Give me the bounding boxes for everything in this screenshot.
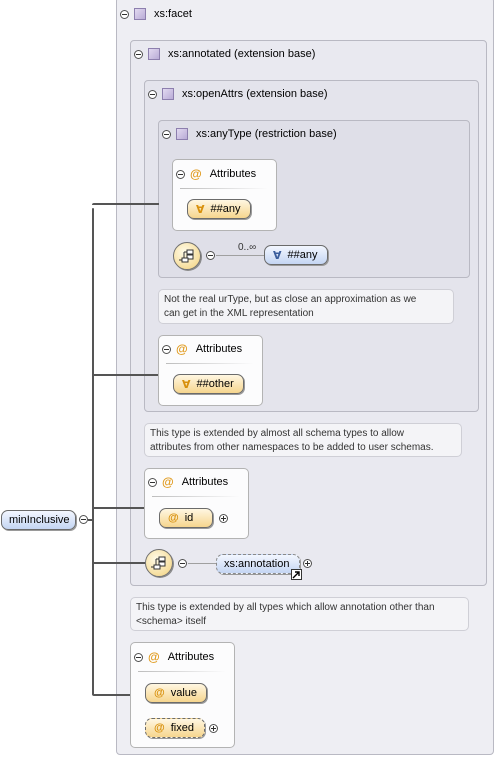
- collapse-icon[interactable]: [148, 89, 157, 99]
- attribute-icon: @: [154, 687, 165, 699]
- tree-connector: [92, 208, 94, 695]
- collapse-icon[interactable]: [134, 652, 143, 662]
- tree-connector: [92, 507, 144, 509]
- value-attribute-label: value: [170, 687, 198, 699]
- comment-line: <schema> itself: [136, 616, 207, 627]
- collapse-icon[interactable]: [134, 49, 143, 59]
- any-element[interactable]: ∀ ##any: [264, 245, 328, 265]
- annotated-comment: This type is extended by all types which…: [130, 597, 469, 631]
- openAttrs-attributes-box: [158, 335, 263, 406]
- root-element-label: minInclusive: [9, 514, 70, 526]
- attribute-icon: @: [190, 167, 202, 181]
- collapse-icon[interactable]: [206, 251, 215, 260]
- attributes-title: Attributes: [195, 343, 243, 355]
- any-attribute-label: ##any: [210, 203, 241, 215]
- comment-line: attributes from other namespaces to be a…: [150, 442, 434, 453]
- comment-line: This type is extended by almost all sche…: [150, 428, 405, 439]
- tree-connector: [92, 694, 130, 696]
- fixed-attribute[interactable]: @ fixed: [145, 718, 205, 738]
- fixed-attribute-label: fixed: [170, 722, 194, 734]
- comment-line: can get in the XML representation: [164, 308, 314, 319]
- collapse-icon[interactable]: [148, 477, 157, 487]
- other-attribute-label: ##other: [196, 378, 234, 390]
- tree-connector: [92, 203, 159, 205]
- annotation-element-label: xs:annotation: [224, 558, 290, 570]
- tree-connector: [92, 374, 158, 376]
- divider: [152, 496, 240, 497]
- annotated-header[interactable]: xs:annotated (extension base): [134, 46, 315, 62]
- facet-header[interactable]: xs:facet: [120, 6, 192, 22]
- openAttrs-header[interactable]: xs:openAttrs (extension base): [148, 86, 328, 102]
- connector-line: [188, 563, 216, 564]
- attributes-title: Attributes: [209, 168, 257, 180]
- sequence-icon[interactable]: [145, 549, 173, 577]
- sequence-glyph: [151, 556, 166, 570]
- connector-line: [216, 255, 264, 256]
- expand-icon[interactable]: [303, 559, 312, 568]
- occurrence-label: 0..∞: [238, 242, 257, 253]
- openAttrs-attributes-header[interactable]: @ Attributes: [162, 341, 242, 357]
- openAttrs-comment: This type is extended by almost all sche…: [144, 423, 462, 457]
- any-element-label: ##any: [287, 249, 318, 261]
- other-attribute[interactable]: ∀ ##other: [173, 374, 244, 394]
- collapse-icon[interactable]: [162, 129, 171, 139]
- collapse-icon[interactable]: [176, 169, 185, 179]
- collapse-icon[interactable]: [178, 559, 187, 568]
- complex-type-icon: [176, 128, 188, 140]
- any-icon: ∀: [196, 203, 205, 216]
- sequence-glyph: [179, 249, 194, 263]
- anyType-attributes-header[interactable]: @ Attributes: [176, 166, 256, 182]
- value-attribute[interactable]: @ value: [145, 683, 207, 703]
- facet-label: xs:facet: [154, 8, 192, 20]
- attribute-icon: @: [168, 512, 179, 524]
- reference-icon: [291, 569, 302, 580]
- comment-line: Not the real urType, but as close an app…: [164, 294, 417, 305]
- anyType-header[interactable]: xs:anyType (restriction base): [162, 126, 337, 142]
- complex-type-icon: [162, 88, 174, 100]
- arrow-glyph: [292, 571, 300, 579]
- id-attribute[interactable]: @ id: [159, 508, 213, 528]
- comment-line: This type is extended by all types which…: [136, 602, 435, 613]
- any-icon: ∀: [182, 378, 191, 391]
- tree-connector: [92, 562, 145, 564]
- expand-icon[interactable]: [219, 514, 228, 523]
- id-attribute-label: id: [184, 512, 194, 524]
- attributes-title: Attributes: [167, 651, 215, 663]
- expand-icon[interactable]: [209, 724, 218, 733]
- any-icon: ∀: [273, 249, 282, 262]
- divider: [166, 363, 254, 364]
- collapse-icon[interactable]: [79, 515, 88, 524]
- attribute-icon: @: [148, 650, 160, 664]
- complex-type-icon: [148, 48, 160, 60]
- sequence-icon[interactable]: [173, 242, 201, 270]
- attribute-icon: @: [154, 722, 165, 734]
- attribute-icon: @: [176, 342, 188, 356]
- anyType-label: xs:anyType (restriction base): [196, 128, 337, 140]
- collapse-icon[interactable]: [162, 344, 171, 354]
- divider: [138, 671, 226, 672]
- annotated-attributes-header[interactable]: @ Attributes: [148, 474, 228, 490]
- collapse-icon[interactable]: [120, 9, 129, 19]
- tree-connector: [88, 519, 93, 521]
- complex-type-icon: [134, 8, 146, 20]
- root-element[interactable]: minInclusive: [1, 510, 76, 530]
- annotation-element[interactable]: xs:annotation: [216, 554, 300, 574]
- anyType-attributes-box: [172, 159, 277, 231]
- attribute-icon: @: [162, 475, 174, 489]
- divider: [180, 188, 268, 189]
- annotated-label: xs:annotated (extension base): [168, 48, 316, 60]
- attributes-title: Attributes: [181, 476, 229, 488]
- openAttrs-label: xs:openAttrs (extension base): [182, 88, 328, 100]
- anyType-comment: Not the real urType, but as close an app…: [158, 289, 454, 324]
- any-attribute[interactable]: ∀ ##any: [187, 199, 251, 219]
- facet-attributes-header[interactable]: @ Attributes: [134, 649, 214, 665]
